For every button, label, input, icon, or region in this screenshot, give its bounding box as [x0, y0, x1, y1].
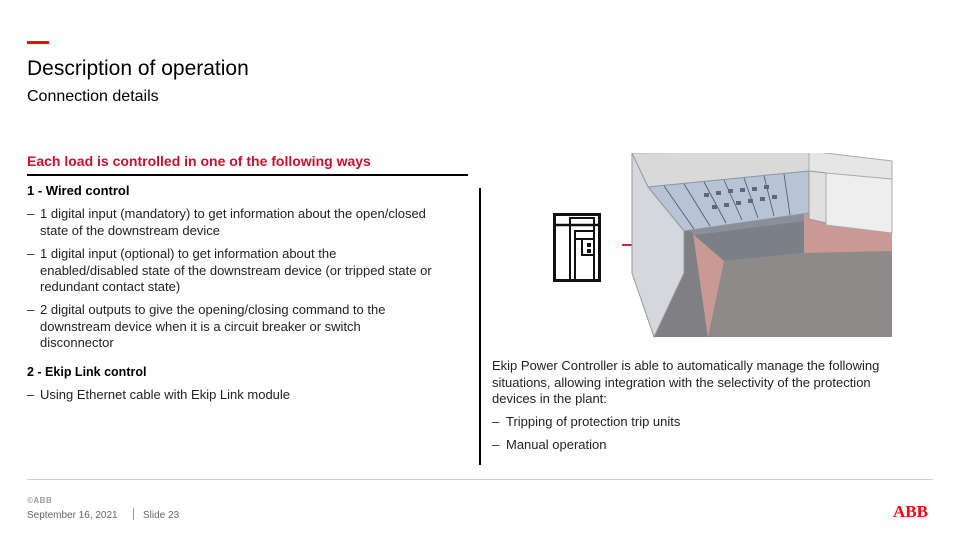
right-bullet-2: – Manual operation — [492, 437, 606, 454]
section-heading: Each load is controlled in one of the fo… — [27, 153, 371, 169]
footer-date: September 16, 2021 — [27, 510, 118, 521]
ekip-bullet-1: – Using Ethernet cable with Ekip Link mo… — [27, 387, 290, 404]
bullet-line: disconnector — [40, 335, 114, 350]
bullet-line: state of the downstream device — [40, 222, 220, 238]
switchboard-image — [631, 153, 893, 339]
bullet-dash: – — [492, 437, 500, 452]
bullet-text: Tripping of protection trip units — [506, 414, 681, 429]
bullet-dash: – — [27, 387, 35, 402]
abb-logo: ABB — [893, 502, 928, 521]
bullet-line: 1 digital input (mandatory) to get infor… — [40, 206, 426, 221]
footer-divider — [27, 479, 933, 480]
heading-divider — [27, 174, 468, 176]
bullet-dash: – — [492, 414, 500, 429]
wired-control-heading: 1 - Wired control — [27, 183, 130, 198]
page-subtitle: Connection details — [27, 88, 159, 105]
bullet-line: Using Ethernet cable with Ekip Link modu… — [40, 387, 291, 402]
slide-number: Slide 23 — [143, 510, 180, 521]
bullet-line: redundant contact state) — [40, 279, 181, 294]
accent-bar — [27, 41, 49, 44]
cabinet-icon — [553, 213, 601, 282]
right-paragraph: Ekip Power Controller is able to automat… — [492, 358, 922, 408]
bullet-line: 2 digital outputs to give the opening/cl… — [40, 302, 386, 317]
bullet-dash: – — [27, 246, 35, 261]
wired-bullet-1: – 1 digital input (mandatory) to get inf… — [27, 206, 426, 239]
wired-bullet-2: – 1 digital input (optional) to get info… — [27, 246, 432, 296]
ekip-link-heading: 2 - Ekip Link control — [27, 365, 147, 379]
paragraph-line: devices in the plant: — [492, 391, 607, 406]
paragraph-line: Ekip Power Controller is able to automat… — [492, 358, 880, 373]
bullet-dash: – — [27, 302, 35, 317]
bullet-line: downstream device when it is a circuit b… — [40, 318, 361, 334]
right-bullet-1: – Tripping of protection trip units — [492, 414, 680, 431]
wired-bullet-3: – 2 digital outputs to give the opening/… — [27, 302, 385, 352]
bullet-line: enabled/disabled state of the downstream… — [40, 262, 432, 278]
footer-copyright-logo: ©ABB — [27, 496, 53, 505]
footer-separator — [133, 508, 134, 520]
page-title: Description of operation — [27, 57, 249, 80]
bullet-text: Manual operation — [506, 437, 607, 452]
paragraph-line: situations, allowing integration with th… — [492, 374, 871, 390]
bullet-line: 1 digital input (optional) to get inform… — [40, 246, 337, 261]
bullet-dash: – — [27, 206, 35, 221]
column-divider — [479, 188, 481, 465]
